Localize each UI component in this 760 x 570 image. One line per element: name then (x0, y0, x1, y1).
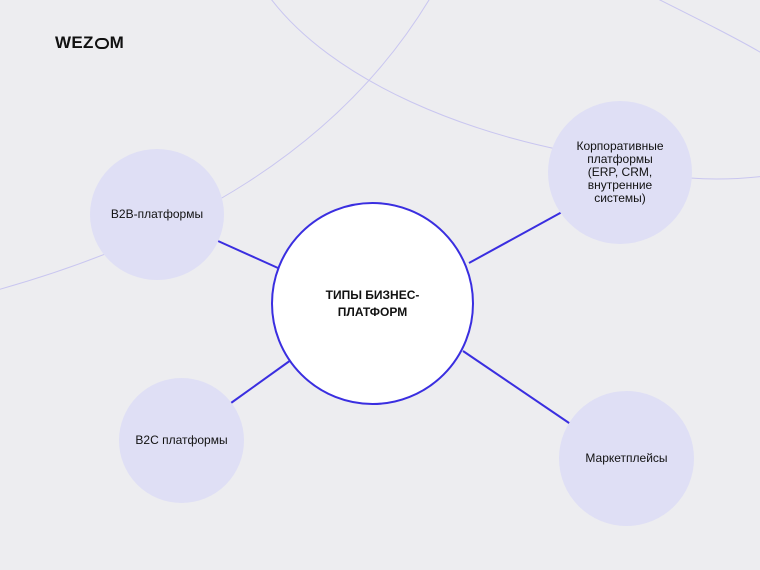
node-corporate-line-2: платформы (587, 152, 653, 166)
center-title-line-2: ПЛАТФОРМ (337, 304, 408, 319)
background-arc-left (0, 0, 430, 290)
connector-b2c (230, 359, 292, 404)
node-b2b-platforms: B2B-платформы (90, 149, 224, 280)
node-corporate-line-1: Корпоративные (576, 139, 664, 153)
node-b2b-label: B2B-платформы (110, 207, 204, 221)
background-arc-right-lower (689, 176, 760, 180)
node-center-business-platform-types: ТИПЫ БИЗНЕС- ПЛАТФОРМ (271, 202, 474, 405)
center-title-line-1: ТИПЫ БИЗНЕС- (325, 287, 420, 302)
connector-marketplaces (462, 350, 573, 426)
logo-o-icon (94, 37, 109, 49)
connector-b2b (217, 240, 279, 269)
wezom-logo: WEZ M (55, 33, 125, 52)
node-corporate-line-4: внутренние (587, 178, 653, 192)
node-marketplaces-label: Маркетплейсы (585, 451, 668, 465)
node-corporate-line-3: (ERP, CRM, (587, 165, 653, 179)
node-corporate-platforms: Корпоративные платформы (ERP, CRM, внутр… (548, 101, 692, 244)
node-b2c-platforms: B2C платформы (119, 378, 244, 503)
connector-corporate (468, 211, 563, 264)
center-title: ТИПЫ БИЗНЕС- ПЛАТФОРМ (326, 287, 420, 321)
node-corporate-text: Корпоративные платформы (ERP, CRM, внутр… (576, 140, 663, 205)
logo-prefix: WEZ (55, 33, 94, 52)
logo-suffix: M (109, 33, 125, 52)
node-b2c-label: B2C платформы (135, 433, 228, 447)
node-marketplaces: Маркетплейсы (559, 391, 694, 526)
background-arc-right (658, 0, 760, 53)
node-corporate-line-5: системы) (594, 191, 646, 205)
